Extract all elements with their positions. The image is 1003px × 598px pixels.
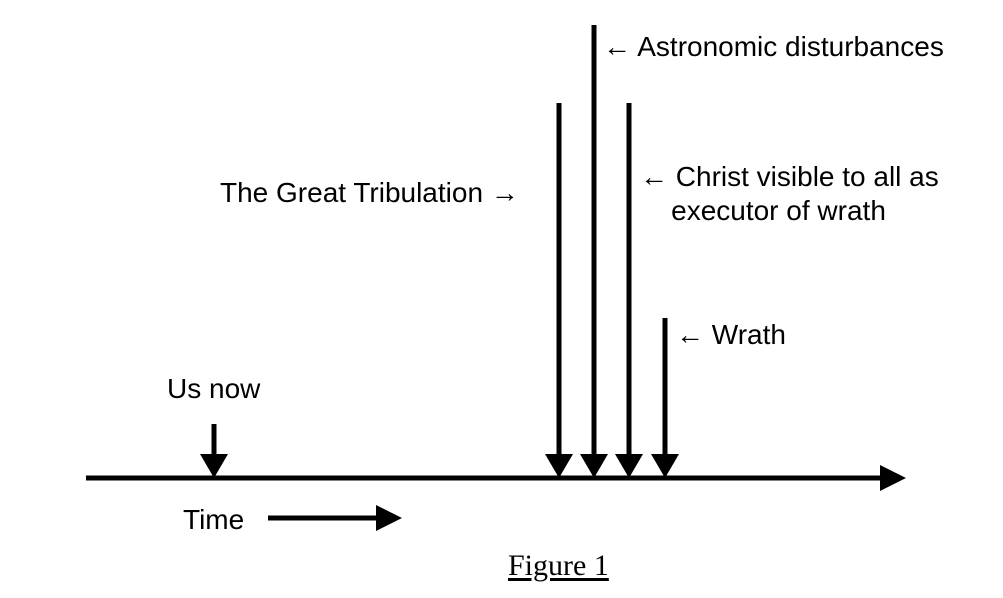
wrath-arrowhead bbox=[651, 454, 679, 478]
christ-visible-label: ← Christ visible to all as executor of w… bbox=[640, 161, 939, 226]
time-label: Time bbox=[183, 504, 245, 535]
figure-caption: Figure 1 bbox=[508, 549, 609, 582]
us-now-label: Us now bbox=[167, 373, 261, 404]
wrath-label: ← Wrath bbox=[676, 319, 786, 350]
tribulation-arrowhead bbox=[545, 454, 573, 478]
time-axis-arrowhead bbox=[880, 465, 906, 491]
us-now-arrowhead bbox=[200, 454, 228, 478]
great-tribulation-label: The Great Tribulation → bbox=[220, 177, 519, 208]
christ-arrowhead bbox=[615, 454, 643, 478]
astronomic-arrowhead bbox=[580, 454, 608, 478]
time-direction-arrowhead bbox=[376, 505, 402, 531]
astronomic-disturbances-label: ← Astronomic disturbances bbox=[603, 31, 944, 62]
